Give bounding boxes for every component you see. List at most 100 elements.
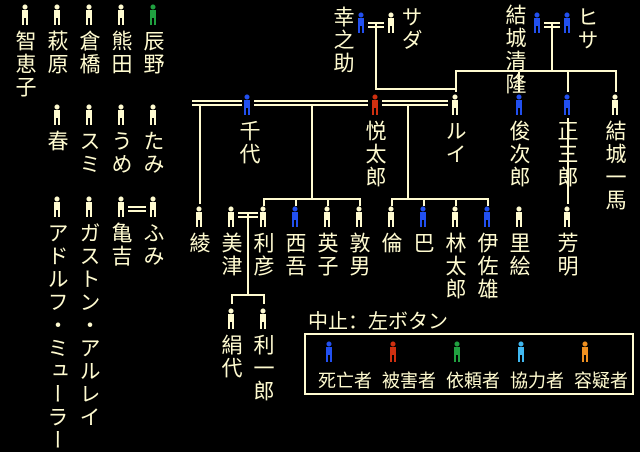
name-ume[interactable]: うめ — [109, 130, 133, 176]
person-kurahashi-icon[interactable] — [84, 4, 94, 26]
descent-line — [518, 70, 520, 92]
name-tomoe[interactable]: 巴 — [411, 232, 435, 255]
name-atsuo[interactable]: 敦男 — [347, 232, 371, 278]
person-figure-icon — [86, 196, 92, 217]
person-chiyo-icon[interactable] — [242, 94, 252, 116]
name-kounosuke[interactable]: 幸之助 — [331, 6, 355, 75]
legend-client-icon — [452, 341, 462, 363]
person-mitsu-icon[interactable] — [226, 206, 236, 228]
name-kinuyo[interactable]: 絹代 — [219, 334, 243, 380]
person-figure-icon — [582, 341, 588, 362]
name-rie[interactable]: 里絵 — [507, 232, 531, 278]
descent-line — [455, 198, 457, 206]
person-sada-icon[interactable] — [386, 12, 396, 34]
descent-line — [231, 294, 233, 304]
person-ume-icon[interactable] — [116, 104, 126, 126]
person-figure-icon — [196, 206, 202, 227]
person-toshihiko-icon[interactable] — [258, 206, 268, 228]
name-haru[interactable]: 春 — [45, 130, 69, 153]
name-sumi[interactable]: スミ — [77, 130, 101, 176]
name-kamekichi[interactable]: 亀吉 — [109, 222, 133, 268]
name-tomoeko[interactable]: 智恵子 — [13, 30, 37, 99]
person-haginohara-icon[interactable] — [52, 4, 62, 26]
descent-line — [567, 70, 569, 92]
name-fumi[interactable]: ふみ — [141, 222, 165, 268]
marriage-line — [128, 206, 146, 212]
person-yuukikiyotaka-icon[interactable] — [532, 12, 542, 34]
name-tatsuno[interactable]: 辰野 — [141, 30, 165, 76]
person-eiko-icon[interactable] — [322, 206, 332, 228]
name-rintaro[interactable]: 林太郎 — [443, 232, 467, 301]
name-rui[interactable]: ルイ — [443, 120, 467, 166]
person-toshiro-icon[interactable] — [258, 308, 268, 330]
person-adolf-icon[interactable] — [52, 196, 62, 218]
person-saigo-icon[interactable] — [290, 206, 300, 228]
person-tomoe-icon[interactable] — [418, 206, 428, 228]
name-yuukikazuma[interactable]: 結城一馬 — [603, 120, 627, 212]
person-tomoeko-icon[interactable] — [20, 4, 30, 26]
descent-line — [391, 198, 489, 200]
person-isao-icon[interactable] — [482, 206, 492, 228]
person-figure-icon — [260, 308, 266, 329]
person-gaston-icon[interactable] — [84, 196, 94, 218]
person-rie-icon[interactable] — [514, 206, 524, 228]
person-rin-icon[interactable] — [386, 206, 396, 228]
person-figure-icon — [612, 94, 618, 115]
name-shunjiro[interactable]: 俊次郎 — [507, 120, 531, 189]
person-rui-icon[interactable] — [450, 94, 460, 116]
person-tatsuno-icon[interactable] — [148, 4, 158, 26]
name-tami[interactable]: たみ — [141, 130, 165, 176]
person-noda-icon[interactable] — [116, 4, 126, 26]
name-haginohara[interactable]: 萩原 — [45, 30, 69, 76]
person-figure-icon — [292, 206, 298, 227]
person-rintaro-icon[interactable] — [450, 206, 460, 228]
name-aya[interactable]: 綾 — [187, 232, 211, 255]
person-figure-icon — [452, 206, 458, 227]
legend-ally-icon — [516, 341, 526, 363]
name-etsutaro[interactable]: 悦太郎 — [363, 120, 387, 189]
person-kounosuke-icon[interactable] — [356, 12, 366, 34]
name-hisa[interactable]: ヒサ — [575, 6, 599, 52]
name-chiyo[interactable]: 千代 — [237, 120, 261, 166]
person-kamekichi-icon[interactable] — [116, 196, 126, 218]
person-figure-icon — [356, 206, 362, 227]
name-sada[interactable]: サダ — [399, 6, 423, 52]
descent-line — [263, 294, 265, 304]
person-shunjiro-icon[interactable] — [514, 94, 524, 116]
person-figure-icon — [390, 341, 396, 362]
person-yoshiaki-icon[interactable] — [562, 206, 572, 228]
legend-ally-label: 協力者 — [510, 371, 564, 392]
descent-line — [567, 118, 569, 204]
marriage-line — [192, 100, 242, 106]
name-yoshiaki[interactable]: 芳明 — [555, 232, 579, 278]
name-toshihiko[interactable]: 利彦 — [251, 232, 275, 278]
name-gaston[interactable]: ガストン・アルレイ — [77, 222, 101, 429]
name-mitsu[interactable]: 美津 — [219, 232, 243, 278]
name-rin[interactable]: 倫 — [379, 232, 403, 255]
name-yuukikiyotaka[interactable]: 結城清隆 — [503, 4, 527, 96]
name-kurahashi[interactable]: 倉橋 — [77, 30, 101, 76]
name-saigo[interactable]: 西吾 — [283, 232, 307, 278]
name-adolf[interactable]: アドルフ・ミューラー — [45, 222, 69, 452]
person-figure-icon — [484, 206, 490, 227]
person-yuukikazuma-icon[interactable] — [610, 94, 620, 116]
name-noda[interactable]: 熊田 — [109, 30, 133, 76]
abort-instruction: 中止：左ボタン — [308, 309, 448, 333]
person-shozaburo-icon[interactable] — [562, 94, 572, 116]
person-figure-icon — [118, 4, 124, 25]
person-tami-icon[interactable] — [148, 104, 158, 126]
person-sumi-icon[interactable] — [84, 104, 94, 126]
person-etsutaro-icon[interactable] — [370, 94, 380, 116]
descent-line — [455, 70, 457, 92]
name-toshiro[interactable]: 利一郎 — [251, 334, 275, 403]
person-haru-icon[interactable] — [52, 104, 62, 126]
person-hisa-icon[interactable] — [562, 12, 572, 34]
descent-line — [263, 198, 265, 206]
name-eiko[interactable]: 英子 — [315, 232, 339, 278]
person-aya-icon[interactable] — [194, 206, 204, 228]
name-isao[interactable]: 伊佐雄 — [475, 232, 499, 301]
person-kinuyo-icon[interactable] — [226, 308, 236, 330]
person-figure-icon — [54, 104, 60, 125]
person-atsuo-icon[interactable] — [354, 206, 364, 228]
person-fumi-icon[interactable] — [148, 196, 158, 218]
